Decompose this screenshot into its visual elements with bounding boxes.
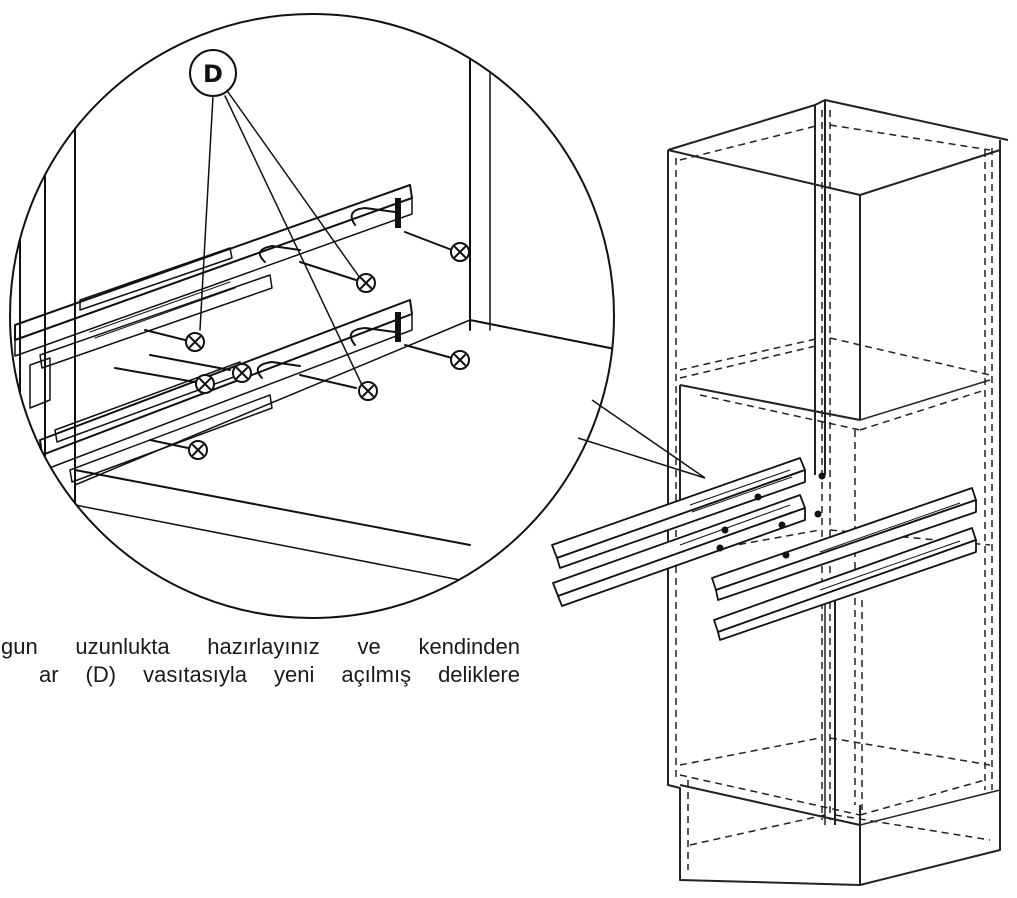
screw-8 xyxy=(149,439,208,460)
screw-2 xyxy=(299,261,376,293)
instruction-line-1: gun uzunlukta hazırlayınız ve kendinden xyxy=(1,634,520,659)
screw-1 xyxy=(404,231,470,262)
screw-5 xyxy=(299,374,378,401)
right-slide-upper xyxy=(711,487,977,601)
upper-drawer-slide xyxy=(14,184,413,369)
left-slide-upper xyxy=(551,457,806,569)
instruction-text: gun uzunlukta hazırlayınız ve kendinden … xyxy=(0,633,520,689)
screw-7 xyxy=(114,367,215,394)
screw-set xyxy=(114,231,470,460)
zoom-pointer xyxy=(577,399,706,479)
zoom-circle xyxy=(9,13,615,619)
left-slide-lower xyxy=(552,494,806,607)
screw-3 xyxy=(144,329,205,352)
lower-drawer-slide xyxy=(29,299,413,483)
cabinet-drawer-slides xyxy=(551,457,977,641)
right-slide-lower xyxy=(713,527,977,641)
zoom-detail xyxy=(14,59,614,601)
cabinet xyxy=(667,99,1009,886)
callout-lines xyxy=(199,91,363,386)
part-label-text: D xyxy=(203,60,223,88)
instruction-line-2: ar (D) vasıtasıyla yeni açılmış delikler… xyxy=(39,662,520,687)
part-label-d: D xyxy=(189,49,237,97)
screw-4 xyxy=(404,344,470,370)
screw-6 xyxy=(149,354,252,383)
